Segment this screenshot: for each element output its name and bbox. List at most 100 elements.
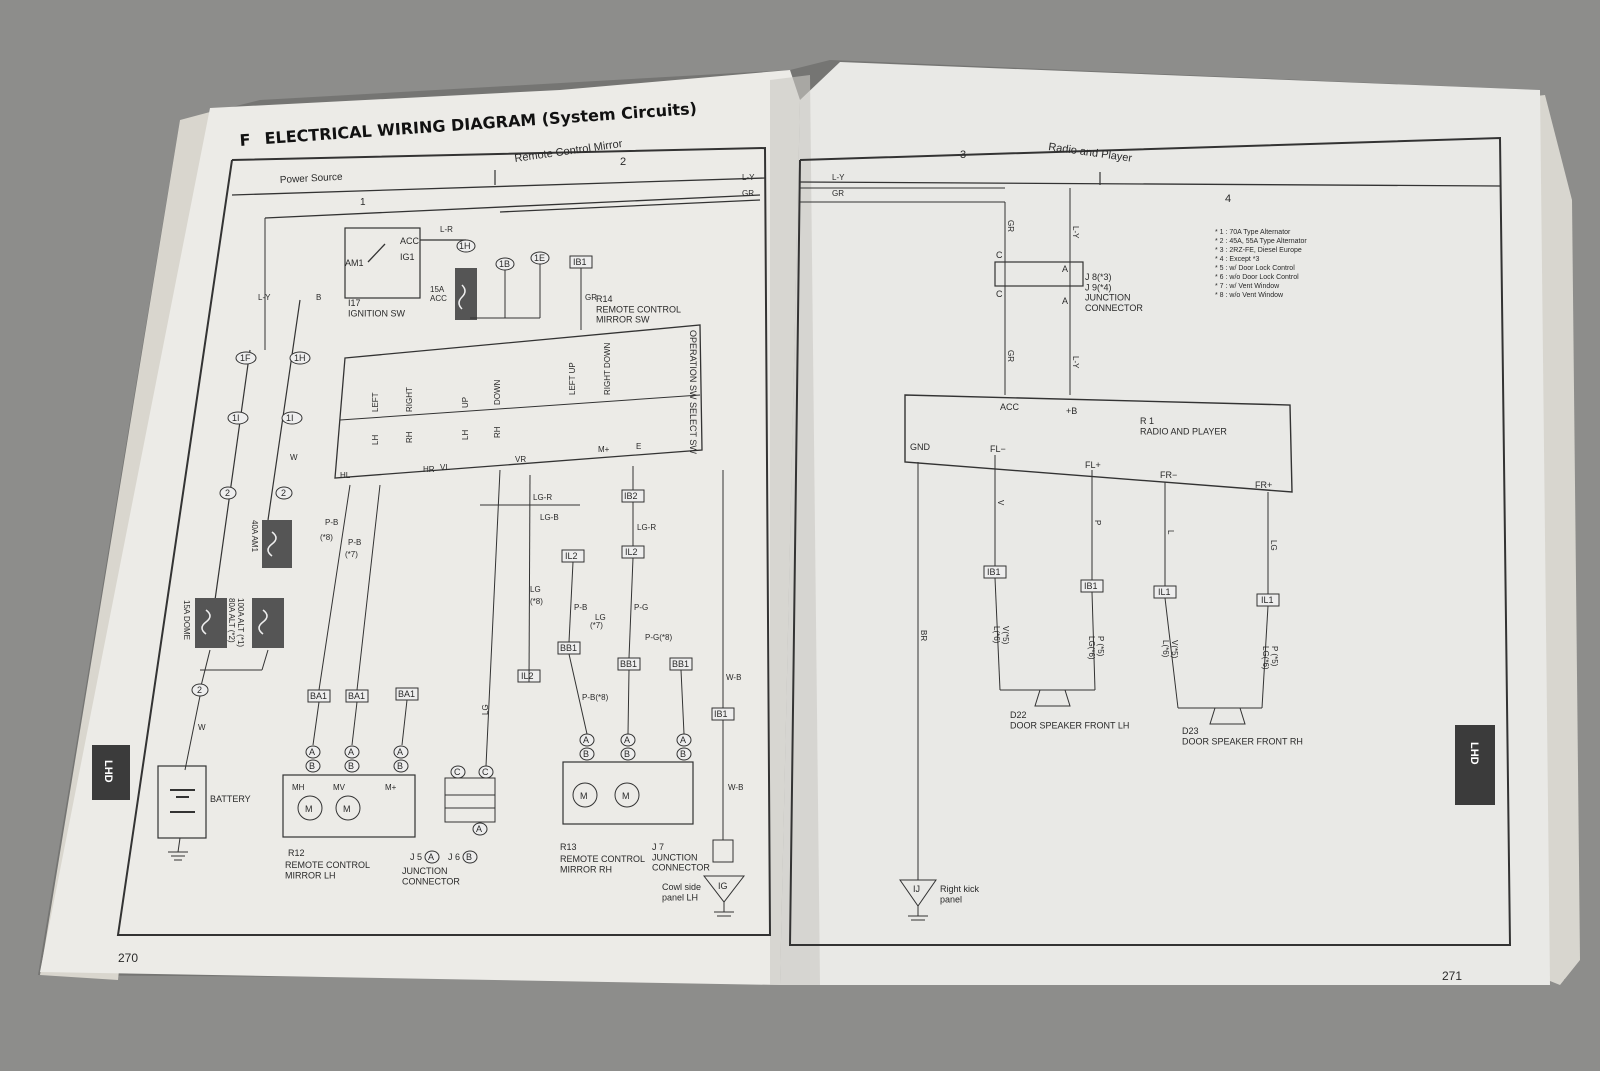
conn-1i-a [227, 411, 249, 425]
wire-lg-spk [1261, 605, 1269, 709]
ign-ig1: IG1 [400, 252, 415, 262]
j5-pin [424, 850, 440, 864]
ign-contact [367, 243, 386, 263]
right-frame [788, 136, 1512, 946]
conn-1i-b [281, 411, 303, 425]
junction-j5-box [444, 777, 496, 823]
conn-ba1-b-label: BA1 [348, 691, 365, 701]
conn-2-a-label: 2 [225, 488, 230, 498]
wire-v-label: V [996, 500, 1005, 506]
sel-rh: RH [405, 431, 414, 443]
conn-il2-a-label: IL2 [565, 551, 578, 561]
note-1: * 1 : 70A Type Alternator [1215, 229, 1291, 236]
radio-fl-plus: FL+ [1085, 460, 1101, 470]
pin-a-2 [344, 745, 360, 759]
conn-ib1-fl-plus-label: IB1 [1084, 581, 1098, 591]
battery-ground-wire [177, 837, 181, 853]
switch-divider [339, 394, 701, 421]
gr-bus [499, 199, 761, 213]
pin-a-3 [393, 745, 409, 759]
speaker-rh-icon [1209, 707, 1246, 725]
section-1-name: Power Source [280, 172, 344, 186]
pin-a-2-label: A [348, 747, 354, 757]
radio-gnd: GND [910, 442, 931, 452]
motor-mv-m: M [343, 804, 351, 814]
conn-1h-label: 1H [459, 241, 471, 251]
wire-v5-label: V(*5)L(*6) [992, 626, 1010, 645]
pin-a-j5-label: A [476, 824, 482, 834]
wire-p-spk [1091, 591, 1096, 691]
sel-lh-2: LH [461, 430, 470, 440]
term-vr: VR [515, 455, 526, 464]
pin-rh-a2-label: A [624, 735, 630, 745]
j6-label: J 6 [448, 852, 460, 862]
conn-ba1-c-label: BA1 [398, 689, 415, 699]
motor-rh-2-m: M [622, 791, 630, 801]
mirror-rh-box [562, 761, 694, 825]
j5-pin-label: A [428, 852, 434, 862]
wire-bb1-rh-3 [680, 669, 685, 735]
alt-fuse-element [258, 609, 268, 635]
wire-bb1-rh-2 [627, 669, 630, 735]
motor-rh-1 [572, 782, 598, 808]
wire-ba1-a [312, 701, 320, 746]
pin-b-2 [344, 759, 360, 773]
conn-2-a [219, 486, 237, 500]
motor-mv [335, 795, 361, 821]
radio-player-box [904, 394, 1293, 493]
wire-lgr-ib2: LG-R [637, 523, 656, 532]
pin-rh-b1-label: B [583, 749, 589, 759]
pin-a-1 [305, 745, 321, 759]
j8-pin-a-bot: A [1062, 296, 1068, 306]
star7-a: (*7) [345, 550, 358, 559]
right-tab-label: LHD [1468, 742, 1480, 765]
term-hl: HL [340, 471, 351, 480]
am1-fuse [262, 520, 292, 568]
pin-b-1 [305, 759, 321, 773]
motor-mh-m: M [305, 804, 313, 814]
dome-fuse [195, 598, 227, 648]
sel-rh-2: RH [493, 426, 502, 438]
operation-sw-label: OPERATION SW [688, 330, 698, 400]
ground-ij-label: IJ [913, 884, 920, 894]
page-number-left: 270 [118, 951, 138, 965]
conn-bb1-c-label: BB1 [672, 659, 689, 669]
wire-gr-v: GR [1006, 220, 1015, 232]
wire-alt-out [261, 649, 269, 671]
acc-fuse [455, 268, 477, 320]
alt-fuse [252, 598, 284, 648]
am1-fuse-label: 40A AM1 [250, 520, 259, 553]
wire-wb-label: W-B [726, 673, 741, 682]
wire-lg-label: LG [1269, 540, 1278, 551]
wire-lgr-long [528, 474, 531, 683]
section-4-num: 4 [1225, 193, 1231, 205]
conn-1f [235, 351, 257, 365]
sel-lh: LH [371, 435, 380, 445]
left-tab-label: LHD [102, 760, 114, 783]
radio-fr-plus: FR+ [1255, 480, 1272, 490]
radio-acc: ACC [1000, 402, 1020, 412]
note-3: * 3 : 2RZ-FE, Diesel Europe [1215, 247, 1302, 254]
radio-fr-minus: FR− [1160, 470, 1177, 480]
wire-lgb-label: LG-B [540, 513, 559, 522]
conn-1b-label: 1B [499, 259, 510, 269]
star7-b: (*7) [590, 621, 603, 630]
right-page-content: 3 Radio and Player 4 L-Y GR * 1 : 70A Ty… [788, 136, 1512, 983]
conn-1h [456, 239, 476, 253]
wire-gr-v2: GR [1006, 350, 1015, 362]
wire-ly-top: L-Y [742, 173, 755, 182]
left-tab [92, 745, 130, 800]
ground-ig-triangle [702, 875, 746, 903]
wire-wb-label-2: W-B [728, 783, 743, 792]
conn-2-b [275, 486, 293, 500]
am1-fuse-element [267, 531, 277, 557]
pin-rh-b2-label: B [624, 749, 630, 759]
